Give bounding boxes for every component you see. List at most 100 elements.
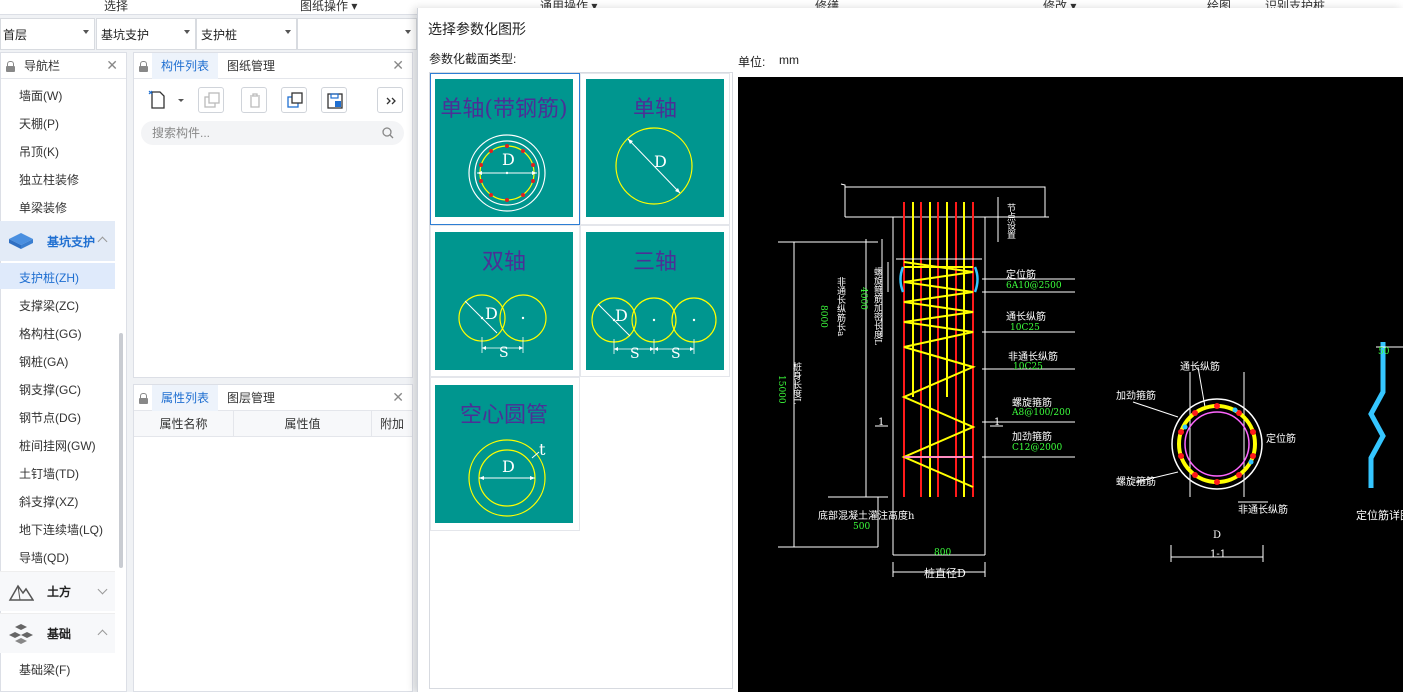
diameter-label: D [615,306,628,325]
nav-group-earthwork-label: 土方 [47,585,72,599]
support-group-icon [9,233,33,249]
diameter-label: D [485,304,498,323]
section-title: 1-1 [1210,549,1227,560]
spacing-label-1: S [630,346,640,362]
shape-label-triple: 三轴 [632,250,677,275]
shape-tile-triple[interactable]: 三轴 D S S [586,232,724,370]
save-component-button[interactable] [321,87,347,113]
search-icon [382,127,394,139]
value-4000: 4000 [858,287,868,310]
nav-item-lattice-column[interactable]: 格构柱(GG) [19,327,82,341]
unit-value: mm [779,53,799,67]
pile-length-label: 桩身长度L [791,362,801,404]
nav-title: 导航栏 [24,59,61,73]
nav-item-wall-face[interactable]: 墙面(W) [19,89,63,103]
floor-select-value: 首层 [3,27,28,42]
more-tools-button[interactable] [377,87,403,113]
nav-item-pile-mesh[interactable]: 桩间挂网(GW) [19,439,96,453]
spacing-label-2: S [671,346,681,362]
callout-full-bar-value: 10C25 [1010,323,1040,333]
category-select-value: 基坑支护 [101,27,150,42]
callout-spiral-stirrup: 螺旋箍筋 [1012,398,1052,409]
nav-item-column-finish[interactable]: 独立柱装修 [19,173,80,187]
close-icon[interactable]: ✕ [392,389,404,405]
tab-layer-management[interactable]: 图层管理 [227,390,276,405]
value-15000: 15000 [776,375,786,404]
component-select[interactable]: 支护桩 [196,18,297,50]
nav-item-beam-finish[interactable]: 单梁装修 [19,201,68,215]
lock-icon[interactable] [139,60,148,72]
property-table-header: 属性名称 属性值 附加 [134,411,412,437]
tab-drawing-management[interactable]: 图纸管理 [227,58,276,73]
nav-item-inclined-brace[interactable]: 斜支撑(XZ) [19,495,79,509]
duplicate-component-button[interactable] [281,87,307,113]
col-extra: 附加 [379,417,404,431]
section-diameter: D [1213,530,1222,541]
chevron-down-icon [83,30,89,34]
nav-item-suspended-ceiling[interactable]: 吊顶(K) [19,145,59,159]
copy-component-button[interactable] [198,87,224,113]
tab-property-list[interactable]: 属性列表 [152,384,219,411]
floppy-icon [327,93,343,109]
ribbon-select[interactable]: 选择 [104,0,129,13]
single-axis-diagram [615,127,693,205]
chevron-down-icon [405,30,411,34]
shape-label-single-rebar: 单轴(带钢筋) [440,97,568,122]
close-icon[interactable]: ✕ [392,57,404,73]
dialog-title: 选择参数化图形 [428,21,526,37]
callout-stiffening-stirrup-value: C12@2000 [1012,443,1063,453]
diameter-label: D [502,457,515,476]
nav-selection-highlight [0,263,115,289]
unit-label: 单位: [738,55,766,69]
shape-tile-hollow[interactable]: 空心圆管 D t [435,385,573,523]
shape-tile-double[interactable]: 双轴 D S [435,232,573,370]
nav-item-brace-beam[interactable]: 支撑梁(ZC) [19,299,79,313]
nav-item-diaphragm-wall[interactable]: 地下连续墙(LQ) [19,523,104,537]
col-property-name: 属性名称 [134,411,234,436]
value-8000: 8000 [818,305,828,328]
chevron-up-icon [97,629,108,640]
nav-group-support-label: 基坑支护 [47,234,96,249]
category-select[interactable]: 基坑支护 [96,18,196,50]
callout-partial-bar: 非通长纵筋 [1008,352,1058,363]
chevron-down-icon [285,30,291,34]
shape-tile-single[interactable]: 单轴 D [586,79,724,217]
nav-item-foundation-beam[interactable]: 基础梁(F) [19,663,71,677]
nav-item-soil-nail-wall[interactable]: 土钉墙(TD) [19,467,79,481]
node-setting-label: 节点设置 [1005,203,1015,239]
chevron-down-icon [97,584,108,595]
close-icon[interactable]: ✕ [106,57,118,73]
tab-component-list[interactable]: 构件列表 [152,52,219,79]
floor-select[interactable]: 首层 [0,18,95,50]
triple-axis-diagram [591,297,717,354]
lock-icon[interactable] [6,60,15,72]
nav-scrollbar[interactable] [119,333,123,568]
pile-diameter-value: 800 [934,548,952,558]
new-component-button[interactable] [145,87,187,113]
callout-partial-bar-value: 10C25 [1013,362,1043,372]
nav-item-steel-brace[interactable]: 钢支撑(GC) [19,383,81,397]
nav-item-ceiling[interactable]: 天棚(P) [19,117,59,131]
section-mark-left: 1 [878,417,885,428]
lock-icon[interactable] [139,392,148,404]
ribbon-drawing-ops[interactable]: 图纸操作 ▾ [300,0,358,13]
nav-item-guide-wall[interactable]: 导墙(QD) [19,551,69,565]
nav-group-support[interactable]: 基坑支护 [0,221,115,261]
nav-item-pile[interactable]: 支护桩(ZH) [19,271,79,285]
detail-label: 定位筋详图 [1356,510,1403,522]
nav-group-foundation[interactable]: 基础 [0,613,115,653]
property-panel-header: 属性列表 图层管理 ✕ [134,384,412,411]
delete-component-button[interactable] [241,87,267,113]
shape-tile-single-rebar[interactable]: 单轴(带钢筋) D [435,79,573,217]
section-partial-bar: 非通长纵筋 [1238,505,1288,516]
search-input[interactable]: 搜索构件... [141,121,404,145]
nav-group-earthwork[interactable]: 土方 [0,571,115,611]
search-placeholder: 搜索构件... [152,126,211,140]
pile-diameter-label: 桩直径D [924,567,966,580]
nav-item-steel-pile[interactable]: 钢桩(GA) [19,355,69,369]
component-select-value: 支护桩 [201,27,238,42]
foundation-icon [9,624,33,644]
shape-label-hollow: 空心圆管 [459,403,548,428]
nav-item-steel-node[interactable]: 钢节点(DG) [19,411,81,425]
extra-select[interactable] [297,18,417,50]
